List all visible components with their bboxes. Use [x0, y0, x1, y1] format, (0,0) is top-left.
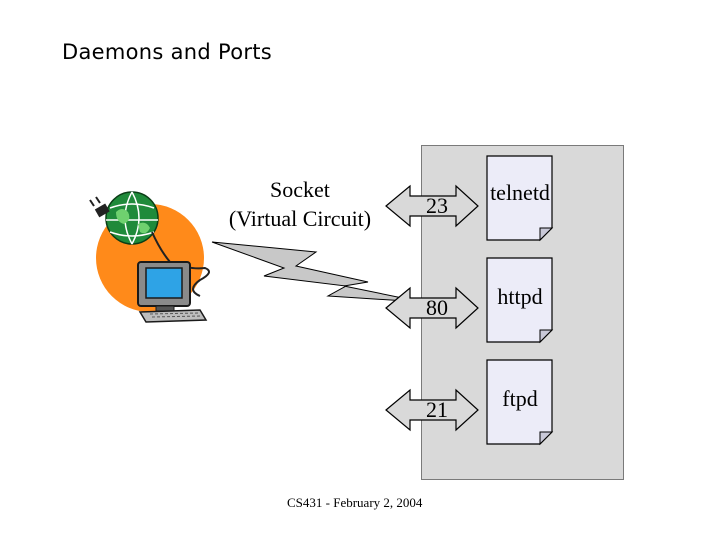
port-number-23: 23	[426, 193, 448, 218]
daemon-label-ftpd: ftpd	[502, 386, 538, 411]
monitor-screen	[145, 267, 183, 299]
port-arrow-21	[385, 388, 479, 432]
socket-label-line1: Socket	[270, 177, 330, 202]
folded-page-icon-httpd	[486, 257, 554, 344]
keyboard-icon	[138, 309, 208, 323]
daemon-label-telnetd: telnetd	[490, 180, 550, 205]
footer-text: CS431 - February 2, 2004	[287, 495, 423, 510]
folded-page-icon-ftpd	[486, 359, 554, 446]
port-number-80: 80	[426, 295, 448, 320]
port-number-21: 21	[426, 397, 448, 422]
port-arrow-23	[385, 184, 479, 228]
port-arrow-80	[385, 286, 479, 330]
slide-title: Daemons and Ports	[62, 40, 273, 64]
socket-label: Socket (Virtual Circuit)	[205, 175, 395, 233]
daemon-label-httpd: httpd	[497, 284, 543, 309]
folded-page-icon-telnetd	[486, 155, 554, 242]
lightning-bolt-icon	[211, 241, 423, 303]
socket-label-line2: (Virtual Circuit)	[228, 206, 372, 231]
networked-computer-globe-icon	[89, 191, 210, 323]
